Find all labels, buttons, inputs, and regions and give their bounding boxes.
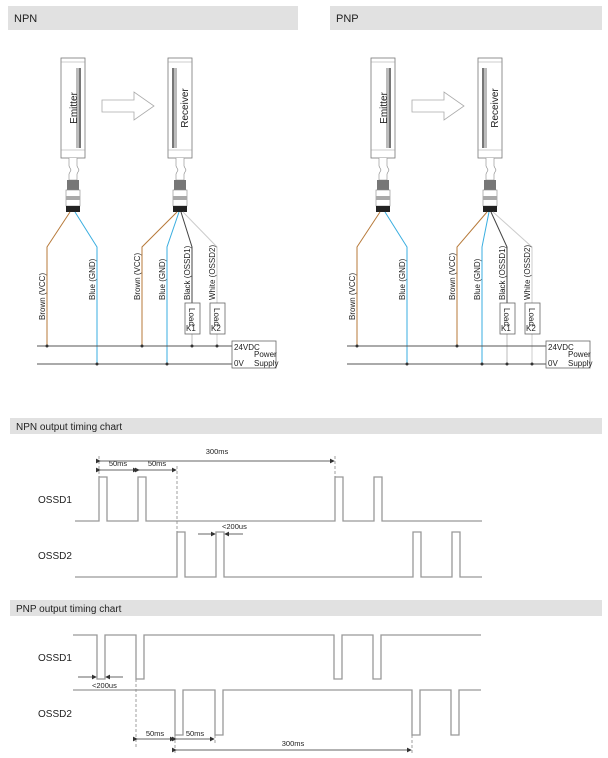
npn-header-label: NPN [14,13,37,25]
load-k1: Load K1 [184,302,201,335]
svg-text:Load: Load [527,308,536,326]
wire-label-black: Black (OSSD1) [498,245,507,300]
emitter-label: Emitter [69,91,80,123]
svg-text:Load: Load [187,308,196,326]
wire-label-black: Black (OSSD1) [183,245,192,300]
load-k2: Load K2 [209,302,226,335]
npn-timing-title: NPN output timing chart [16,422,122,433]
pnp-wiring: Emitter Receiver Brown (VCC) Blue (GND) … [347,57,592,369]
pnp-header-label: PNP [336,13,359,25]
receiver-device [167,57,193,213]
wire-label-white: White (OSSD2) [208,245,217,300]
pnp-header: PNP [330,6,602,30]
svg-text:0V: 0V [548,359,558,368]
wire-label-blue: Blue (GND) [473,258,482,300]
svg-text:50ms: 50ms [146,729,165,738]
svg-text:24VDC: 24VDC [234,343,260,352]
direction-arrow-icon [101,91,155,121]
svg-text:50ms: 50ms [186,729,205,738]
svg-text:24VDC: 24VDC [548,343,574,352]
pnp-timing-title: PNP output timing chart [16,604,122,615]
svg-text:Supply: Supply [568,359,592,368]
pnp-timing-chart: PNP output timing chart OSSD1 OSSD2 <200… [10,600,602,754]
svg-text:K1: K1 [501,324,511,333]
emitter-device [370,57,396,213]
ossd2-label: OSSD2 [38,709,72,720]
svg-text:<200us: <200us [92,681,117,690]
emitter-label: Emitter [379,91,390,123]
receiver-device [477,57,503,213]
wire-label-brown: Brown (VCC) [133,253,142,300]
svg-text:Supply: Supply [254,359,278,368]
power-supply: 24VDC Power 0V Supply [231,340,278,369]
wire-label-brown: Brown (VCC) [348,273,357,320]
wire-label-blue: Blue (GND) [158,258,167,300]
receiver-label: Receiver [180,88,191,128]
receiver-label: Receiver [490,88,501,128]
npn-header: NPN [8,6,298,30]
power-supply: 24VDC Power 0V Supply [545,340,592,369]
svg-text:K1: K1 [186,324,196,333]
svg-text:Power: Power [568,350,591,359]
ossd1-label: OSSD1 [38,495,72,506]
wire-label-white: White (OSSD2) [523,245,532,300]
load-k2: Load K2 [524,302,541,335]
load-k1: Load K1 [499,302,516,335]
ossd1-signal [73,634,481,680]
npn-wiring: Emitter Receiver Brown (VCC) Blue (GND) … [37,57,278,369]
svg-text:300ms: 300ms [206,447,229,456]
svg-text:0V: 0V [234,359,244,368]
wire-label-brown: Brown (VCC) [38,273,47,320]
wire-label-blue: Blue (GND) [88,258,97,300]
svg-text:Load: Load [212,308,221,326]
ossd2-label: OSSD2 [38,551,72,562]
svg-text:300ms: 300ms [282,739,305,748]
svg-text:K2: K2 [211,324,221,333]
npn-timing-chart: NPN output timing chart OSSD1 OSSD2 300m… [10,418,602,578]
emitter-device [60,57,86,213]
ossd1-label: OSSD1 [38,653,72,664]
svg-text:Power: Power [254,350,277,359]
ossd2-signal [75,531,482,578]
svg-text:Load: Load [502,308,511,326]
wire-label-brown: Brown (VCC) [448,253,457,300]
svg-text:<200us: <200us [222,522,247,531]
wire-label-blue: Blue (GND) [398,258,407,300]
ossd1-signal [75,476,482,522]
direction-arrow-icon [411,91,465,121]
svg-text:50ms: 50ms [148,459,167,468]
ossd2-signal [73,689,481,736]
svg-text:K2: K2 [526,324,536,333]
svg-text:50ms: 50ms [109,459,128,468]
